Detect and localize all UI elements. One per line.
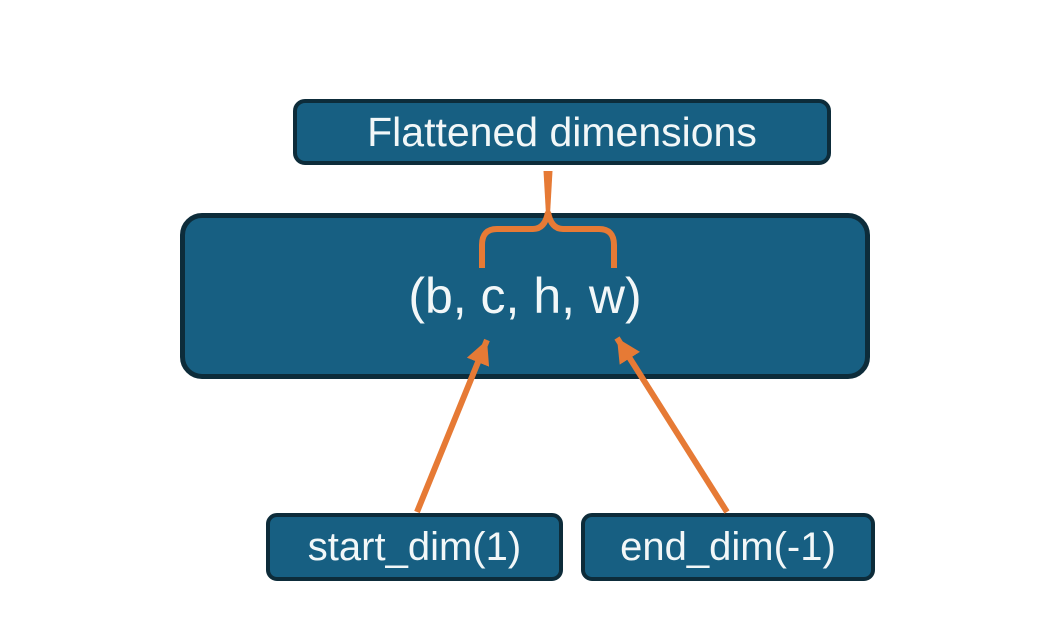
tensor-shape-label: (b, c, h, w) bbox=[408, 268, 642, 324]
flattened-dimensions-box: Flattened dimensions bbox=[293, 99, 831, 165]
tensor-shape-box: (b, c, h, w) bbox=[180, 213, 870, 379]
start-dim-box: start_dim(1) bbox=[266, 513, 563, 581]
brace-stem-connector bbox=[543, 171, 553, 215]
end-dim-box: end_dim(-1) bbox=[581, 513, 875, 581]
end-dim-label: end_dim(-1) bbox=[620, 524, 836, 569]
start-dim-label: start_dim(1) bbox=[307, 524, 522, 569]
flattened-dimensions-label: Flattened dimensions bbox=[367, 108, 757, 155]
